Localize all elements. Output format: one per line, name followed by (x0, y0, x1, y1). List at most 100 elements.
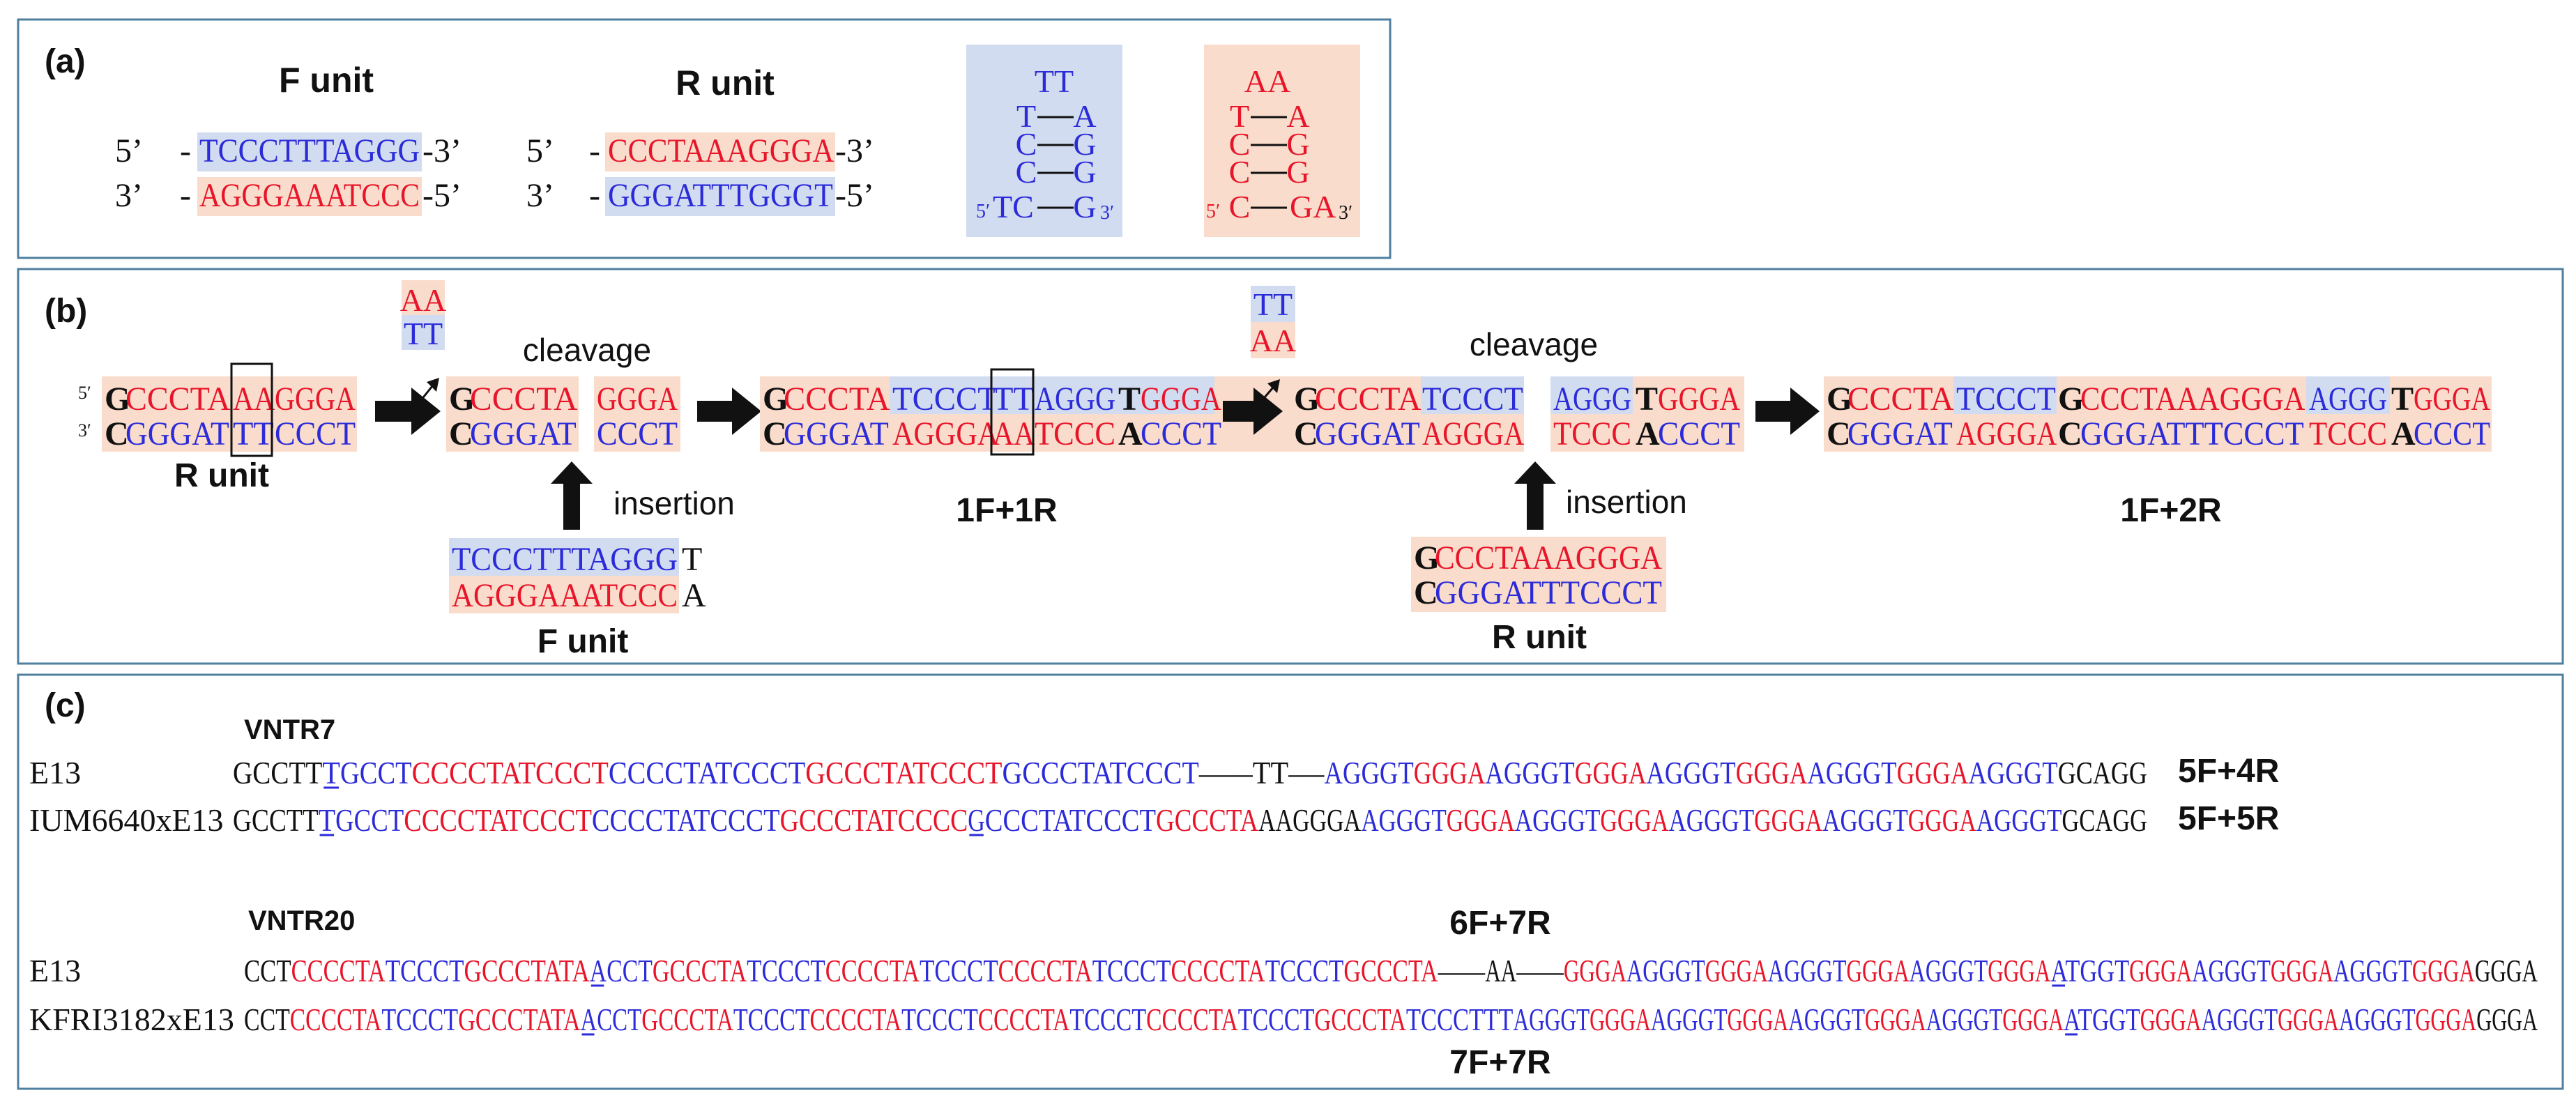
cut-duplex-1: G CCCTA GGGA C GGGAT CCCT (446, 376, 680, 452)
panel-b: (b) 5′ 3′ G CCCTA AA GGGA C GGGAT TT CCC… (17, 268, 2564, 665)
sequence-segment: TCCCT (1069, 1002, 1146, 1037)
p1-seg1-bg (760, 376, 890, 452)
sequence-segment: GCCT (335, 802, 404, 838)
vntr20-top-result: 6F+7R (1449, 905, 1550, 942)
cut-2-seg3-top-bg (1550, 376, 1633, 414)
sequence-segment: GGGA (2476, 1002, 2538, 1037)
cleavage-site-box-1 (230, 362, 273, 457)
sequence-segment: GCCCTATCCCT (805, 755, 1002, 790)
product-1-top: G CCCTA TCCCT TT AGGG T GGGA (763, 381, 1221, 418)
hairpin-blue-base: T (1016, 98, 1036, 134)
hairpin-red-base: C (1229, 126, 1251, 162)
hairpin-red-base: C (1229, 154, 1251, 190)
sequence-segment: TCCCTTT (1406, 1002, 1513, 1037)
cut-1-top: G CCCTA GGGA (449, 381, 678, 418)
cut-2-seg2-top-bg (1421, 376, 1524, 414)
sequence-segment: AGGGT (1361, 802, 1447, 838)
step-arrow-4 (1755, 388, 1820, 435)
f-bot-highlight (197, 177, 422, 216)
sequence-segment: AGGGT (2339, 1002, 2416, 1037)
hairpin-blue-base: A (1073, 98, 1096, 134)
sequence-segment: GCCTT (233, 755, 322, 790)
cut-2-bot: C GGGAT AGGGA TCCC A CCCT (1294, 415, 1740, 452)
sequence-segment: GGGA (2278, 1002, 2339, 1037)
sequence-segment: GGGA (1847, 953, 1910, 988)
vntr20-row1-name: E13 (29, 953, 81, 988)
vntr7-row1-name: E13 (29, 755, 81, 790)
sequence-segment: GCCCTA (1343, 953, 1438, 988)
sequence-segment: AGGGT (1976, 802, 2062, 838)
sequence-segment: GGGA (1564, 953, 1626, 988)
r-unit-1-label: R unit (174, 457, 269, 494)
p1-seg2-bot-bg (890, 414, 1026, 452)
sequence-segment: GGGA (1600, 802, 1668, 838)
sequence-segment: CCCCTATCCCT (609, 755, 805, 790)
hairpin-blue-5prime: 5′ (976, 201, 990, 222)
sequence-segment: T (322, 755, 340, 790)
hairpin-blue-3prime: 3′ (1100, 202, 1114, 224)
sequence-segment: GGGA (1988, 953, 2050, 988)
sequence-segment: AGGGT (1646, 755, 1735, 790)
sequence-segment: TCCCT (901, 1002, 978, 1037)
f-insert-label: F unit (538, 623, 629, 660)
sequence-segment: GCCCTA (641, 1002, 733, 1037)
hairpin-blue-base: G (1073, 126, 1096, 162)
sequence-segment: AGGGT (1515, 802, 1601, 838)
p2-seg5-bg (2390, 376, 2492, 452)
panel-a-label: (a) (45, 43, 86, 80)
hairpin-red-stem-right: GA (1290, 189, 1336, 224)
sequence-segment: GGGA (2412, 953, 2475, 988)
hairpin-red: AA T A C G C G 5′ C GA 3′ (1204, 45, 1360, 237)
excised-2-bot: AA (1250, 323, 1296, 358)
hairpin-red-5prime: 5′ (1206, 201, 1220, 222)
sequence-segment: TCCCT (386, 953, 464, 988)
sequence-segment: TCCCT (1092, 953, 1171, 988)
product-1-label: 1F+1R (956, 492, 1057, 529)
cut-2-seg3-bot-bg (1550, 414, 1633, 452)
hairpin-red-bg (1204, 45, 1360, 237)
sequence-segment: CCT (244, 953, 291, 988)
sequence-segment: TCCCT (920, 953, 998, 988)
vntr20-row1-sequence: CCTCCCCTATCCCTGCCCTATAACCTGCCCTATCCCTCCC… (244, 953, 2538, 988)
cut-2-seg1-bg (1291, 376, 1421, 452)
sequence-text: CCTCCCCTATCCCTGCCCTATAACCTGCCCTATCCCTCCC… (244, 953, 2538, 988)
excision-arrow-1 (414, 385, 434, 408)
f-unit-insert: TCCCTTTAGGG T AGGGAAATCCC A F unit (449, 538, 706, 660)
sequence-segment: GGGA (1590, 1002, 1651, 1037)
cut-1-bot: C GGGAT CCCT (449, 415, 678, 452)
sequence-segment: CCCCTA (1146, 1002, 1238, 1037)
f-insert-bot-highlight (449, 576, 679, 613)
vntr20-row2-sequence: CCTCCCCTATCCCTGCCCTATAACCTGCCCTATCCCTCCC… (244, 1002, 2538, 1037)
hairpin-red-base: G (1286, 154, 1309, 190)
sequence-segment: AGGGT (1768, 953, 1847, 988)
vntr20-title: VNTR20 (248, 905, 355, 936)
sequence-segment: AGGGT (1669, 802, 1755, 838)
sequence-segment: GCCCTATCCCT (1003, 755, 1199, 790)
hairpin-red-base: G (1286, 126, 1309, 162)
sequence-segment: TCCCT (733, 1002, 810, 1037)
step-arrow-1 (375, 388, 441, 435)
sequence-segment: G (968, 802, 985, 838)
cut-2-top: G CCCTA TCCCT AGGG T GGGA (1294, 381, 1740, 418)
hairpin-red-loop: AA (1244, 63, 1290, 99)
sequence-segment: GGGA (2475, 953, 2538, 988)
sequence-segment: CCCCTA (978, 1002, 1070, 1037)
sequence-segment: GGGA (2271, 953, 2333, 988)
sequence-segment: GCCCTATA (458, 1002, 581, 1037)
sequence-segment: CCCCTA (998, 953, 1092, 988)
hairpin-red-3prime: 3′ (1339, 202, 1352, 224)
sequence-segment: CCCTATCCCT (985, 802, 1156, 838)
r-bot-highlight (605, 177, 835, 216)
sequence-segment: CCCCTA (810, 1002, 902, 1037)
sequence-segment: ACCT (581, 1002, 642, 1037)
vntr20-row2-name: KFRI3182xE13 (29, 1002, 234, 1037)
sequence-segment: GGGA (1705, 953, 1768, 988)
hairpin-blue-stem-right: G (1073, 189, 1096, 224)
sequence-segment: AA (1485, 953, 1516, 988)
sequence-segment: AGGGT (1968, 755, 2057, 790)
cleavage-label-1: cleavage (523, 332, 651, 368)
sequence-segment: CCCCTA (291, 953, 386, 988)
excised-1-bot: TT (404, 316, 443, 351)
sequence-segment: GGGA (1728, 1002, 1789, 1037)
